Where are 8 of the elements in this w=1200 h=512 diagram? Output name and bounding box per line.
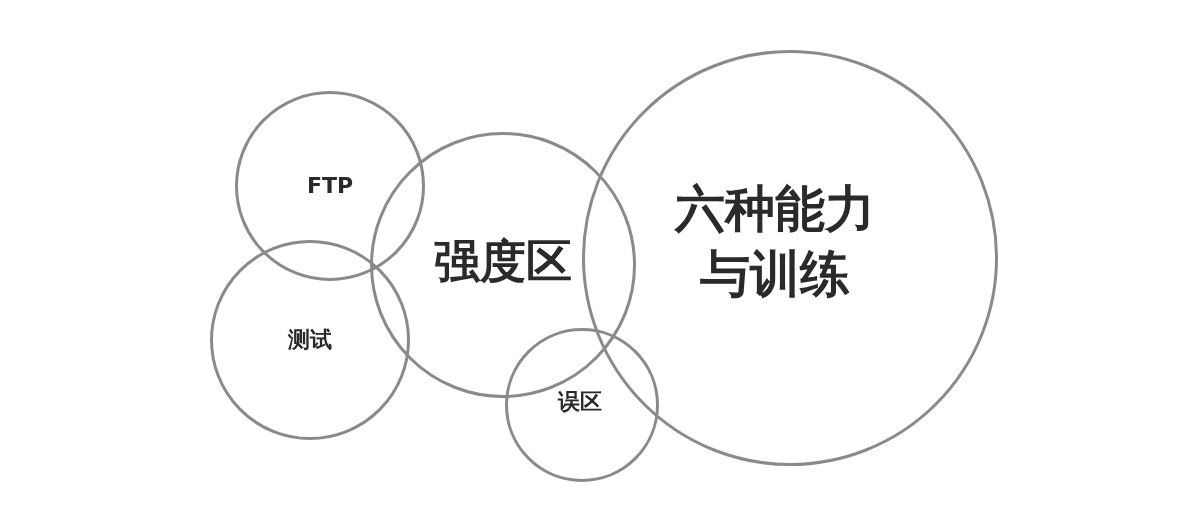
outline-circle [210,240,410,440]
outline-circle [505,328,659,482]
outline-circle [235,91,425,281]
circle-label: 六种能力与训练 [673,179,876,305]
circle-label: 误区 [556,387,603,416]
circle-label: 强度区 [433,233,573,290]
circle-label: FTP [305,171,355,200]
circle-label: 测试 [287,325,333,354]
